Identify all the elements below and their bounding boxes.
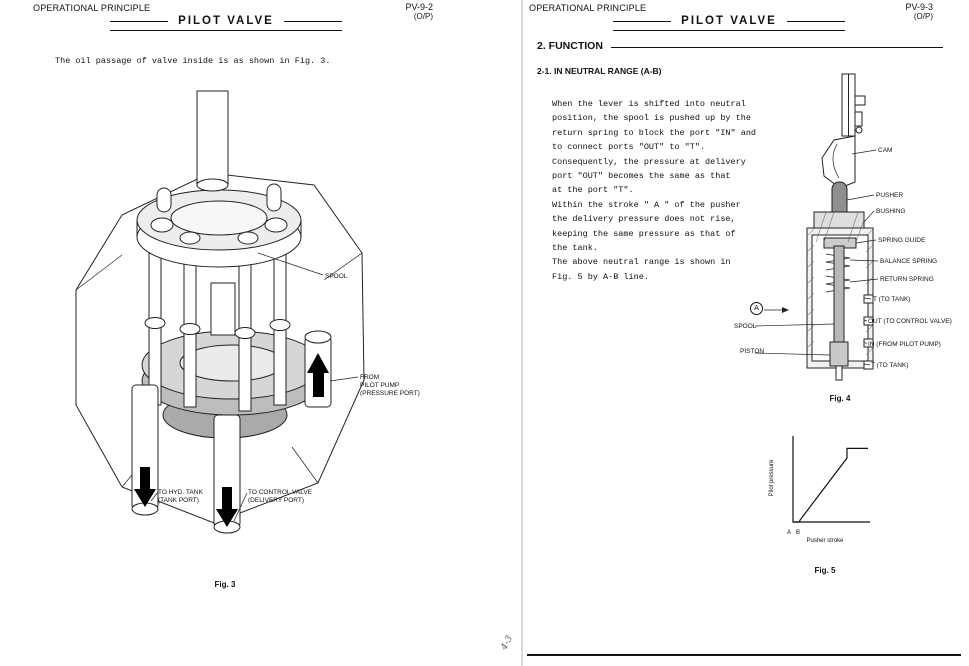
right-title-block: PILOT VALVE — [613, 15, 846, 31]
fig4-caption: Fig. 4 — [829, 394, 851, 403]
title-rule-left — [110, 20, 169, 22]
title-underline — [613, 30, 845, 31]
section-rule — [610, 46, 943, 48]
fig5-line — [793, 447, 868, 523]
section-heading: 2. FUNCTION — [537, 40, 603, 52]
fig4-valve-section-drawing — [754, 73, 879, 381]
page-right: OPERATIONAL PRINCIPLE PV-9-3 (O/P) PILOT… — [523, 0, 969, 666]
fig3-caption: Fig. 3 — [214, 580, 236, 589]
left-page-sub: (O/P) — [413, 12, 433, 21]
to-control-valve-label: TO CONTROL VALVE (DELIVERY PORT) — [248, 489, 313, 504]
t-to-tank-upper-label: T (TO TANK) — [873, 296, 911, 303]
body-paragraph: When the lever is shifted into neutral p… — [552, 99, 757, 282]
right-page-title: PILOT VALVE — [681, 15, 777, 27]
title-rule-right — [786, 20, 846, 22]
to-hyd-tank-label: TO HYD. TANK (TANK PORT) — [158, 489, 203, 504]
in-from-pilot-pump-label: IN (FROM PILOT PUMP) — [868, 341, 941, 348]
fig5-tick-a: A — [787, 530, 792, 536]
fig4-leader-lines — [754, 149, 879, 366]
left-page-title: PILOT VALVE — [178, 15, 274, 27]
fig5-xlabel: Pusher stroke — [806, 538, 844, 544]
spool-label: SPOOL — [325, 273, 348, 280]
fig5-caption: Fig. 5 — [814, 566, 836, 575]
cam-label: CAM — [878, 147, 893, 154]
page-left: OPERATIONAL PRINCIPLE PV-9-2 (O/P) PILOT… — [33, 2, 433, 589]
fig5-tick-b: B — [796, 530, 801, 536]
title-rule-right — [283, 20, 343, 22]
fig5-pressure-chart — [792, 436, 870, 523]
right-page-sub: (O/P) — [913, 12, 933, 21]
fig3-valve-isometric-drawing — [75, 90, 365, 534]
hatching — [806, 211, 874, 356]
t-to-tank-lower-label: T (TO TANK) — [871, 362, 909, 369]
left-header-section: OPERATIONAL PRINCIPLE — [33, 3, 151, 13]
spool-label-fig4: SPOOL — [734, 323, 757, 330]
right-header-section: OPERATIONAL PRINCIPLE — [529, 3, 647, 13]
left-page-number: PV-9-2 — [405, 2, 433, 12]
piston-shape — [829, 341, 849, 367]
stroke-a-marker: A — [750, 302, 763, 315]
pusher-label: PUSHER — [876, 192, 904, 199]
spool-shape — [833, 245, 845, 343]
right-page-number: PV-9-3 — [905, 2, 933, 12]
stroke-arrowhead — [782, 307, 789, 313]
return-spring-label: RETURN SPRING — [880, 276, 934, 283]
fig3-leader-lines — [150, 252, 359, 522]
left-header-pageno: PV-9-2 (O/P) — [368, 2, 433, 22]
title-underline — [110, 30, 342, 31]
section-heading-row: 2. FUNCTION — [537, 40, 943, 52]
spring-guide-label: SPRING GUIDE — [878, 237, 926, 244]
flow-arrows — [134, 353, 329, 527]
right-page-bottom-rule — [527, 654, 961, 656]
left-title-block: PILOT VALVE — [110, 15, 343, 31]
fig5-ylabel: Pilot pressure — [769, 459, 775, 497]
from-pilot-pump-label: FROM PILOT PUMP (PRESSURE PORT) — [360, 374, 420, 397]
intro-text: The oil passage of valve inside is as sh… — [55, 56, 331, 66]
out-to-control-valve-label: OUT (TO CONTROL VALVE) — [868, 318, 952, 325]
piston-label: PISTON — [740, 348, 765, 355]
page-gutter — [521, 0, 523, 666]
bushing-label: BUSHING — [876, 208, 906, 215]
cam-shape — [821, 135, 856, 189]
balance-spring-label: BALANCE SPRING — [880, 258, 938, 265]
title-rule-left — [613, 20, 672, 22]
right-header-pageno: PV-9-3 (O/P) — [880, 2, 933, 22]
subsection-heading: 2-1. IN NEUTRAL RANGE (A-B) — [537, 66, 662, 76]
